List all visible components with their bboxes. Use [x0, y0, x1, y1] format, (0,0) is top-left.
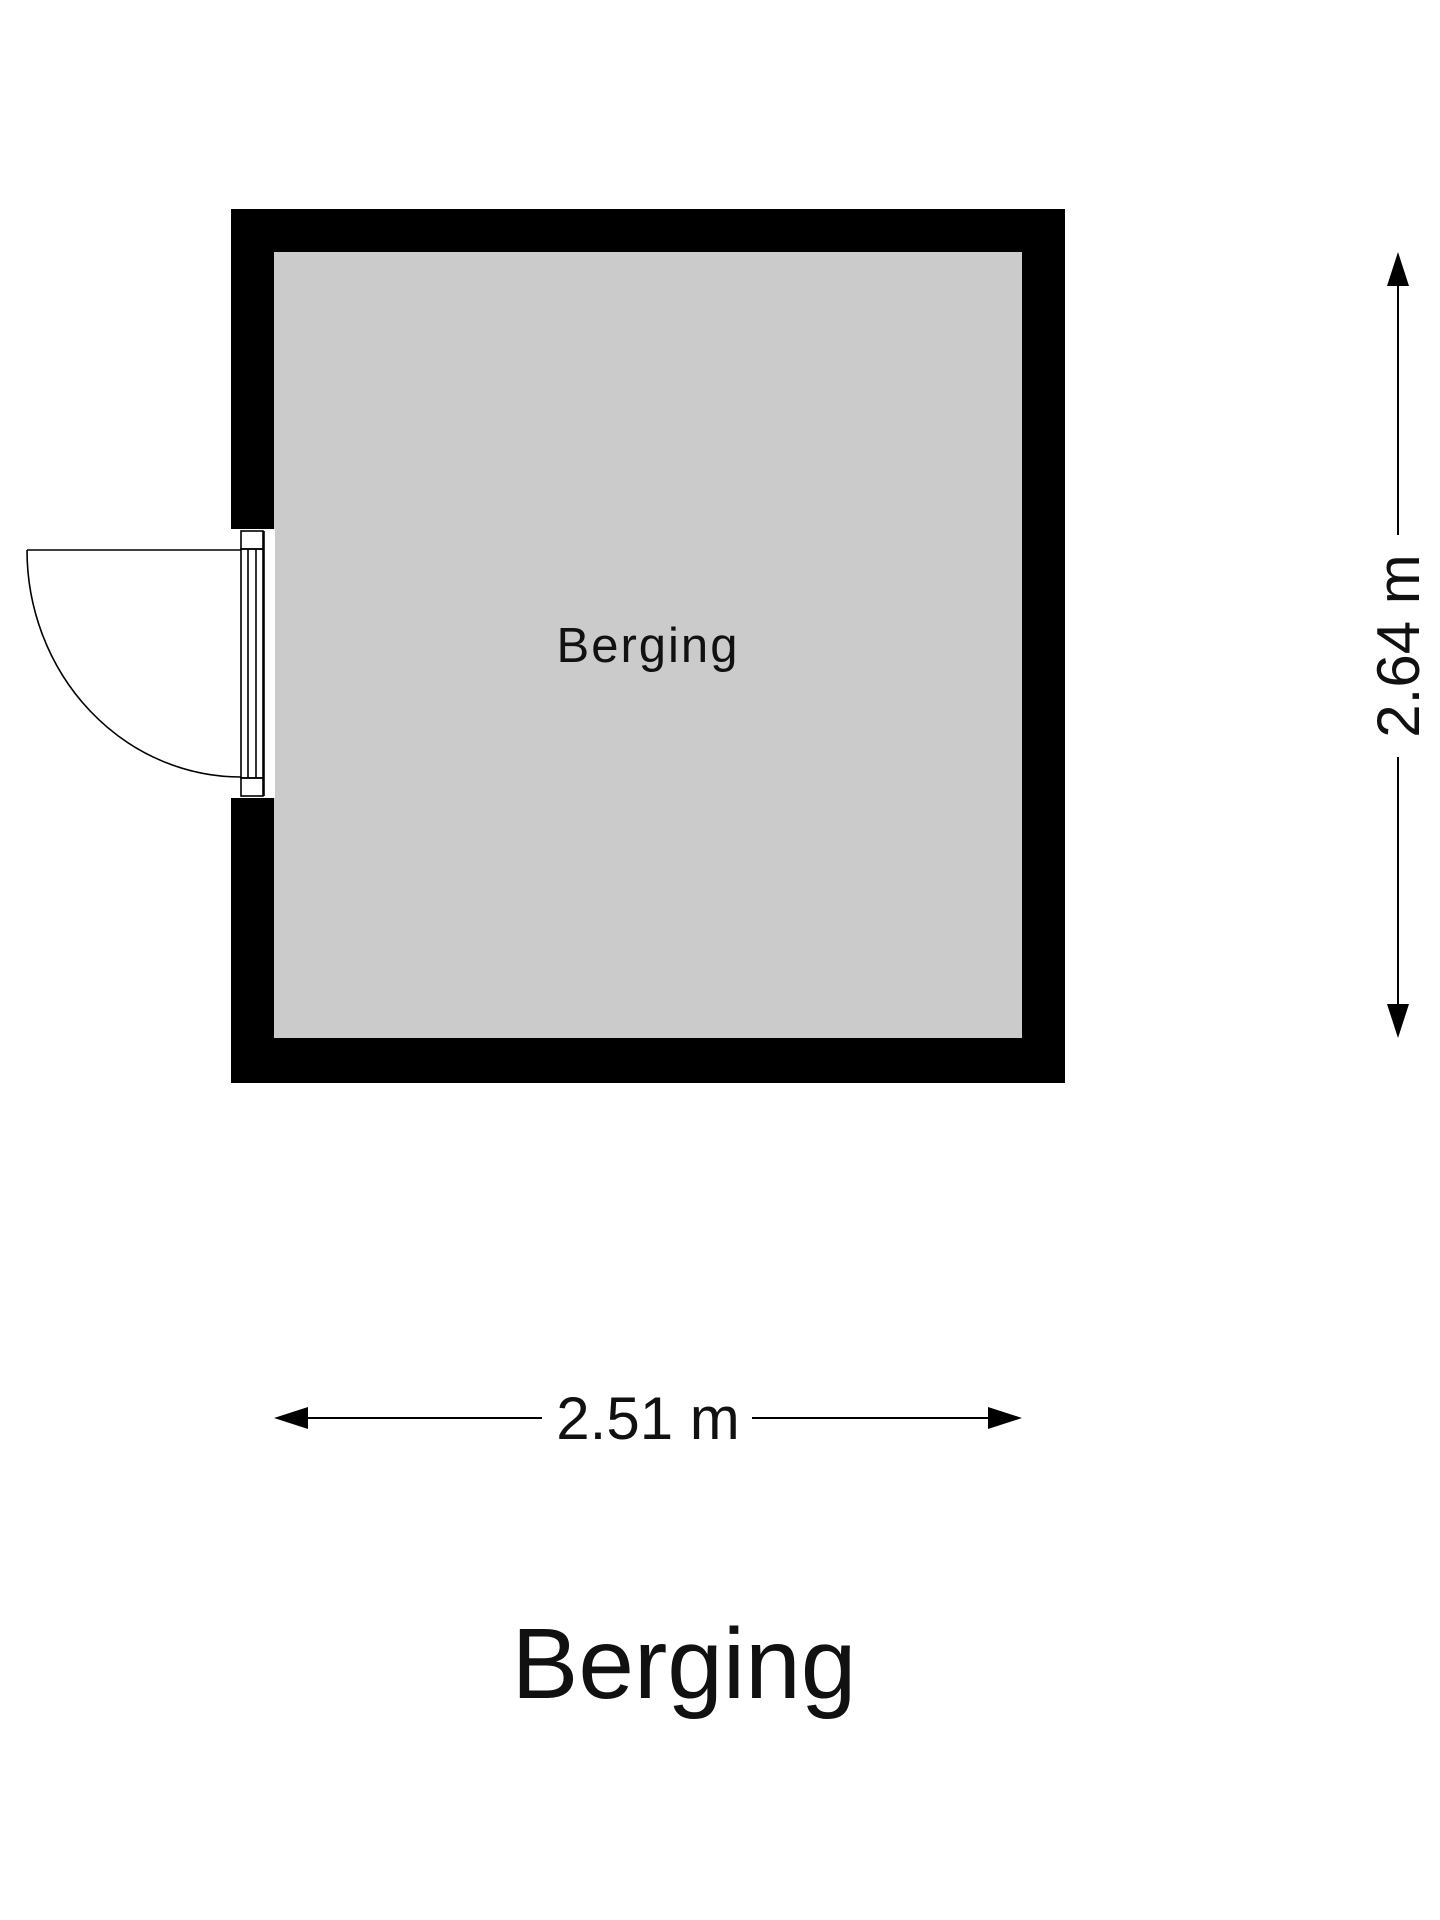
height-dimension-label: 2.64 m — [1365, 554, 1432, 737]
arrow-up-icon — [1387, 252, 1409, 286]
door-frame — [240, 530, 265, 797]
door-swing — [26, 549, 242, 778]
room-floor — [274, 252, 1022, 1038]
door-opening — [229, 529, 275, 798]
plan-title: Berging — [512, 1608, 857, 1720]
arrow-right-icon — [988, 1407, 1022, 1429]
width-dimension-label: 2.51 m — [556, 1385, 739, 1452]
arrow-down-icon — [1387, 1004, 1409, 1038]
width-dimension: 2.51 m — [274, 1385, 1022, 1452]
height-dimension: 2.64 m — [1365, 252, 1432, 1038]
room-label: Berging — [557, 619, 740, 673]
arrow-left-icon — [274, 1407, 308, 1429]
